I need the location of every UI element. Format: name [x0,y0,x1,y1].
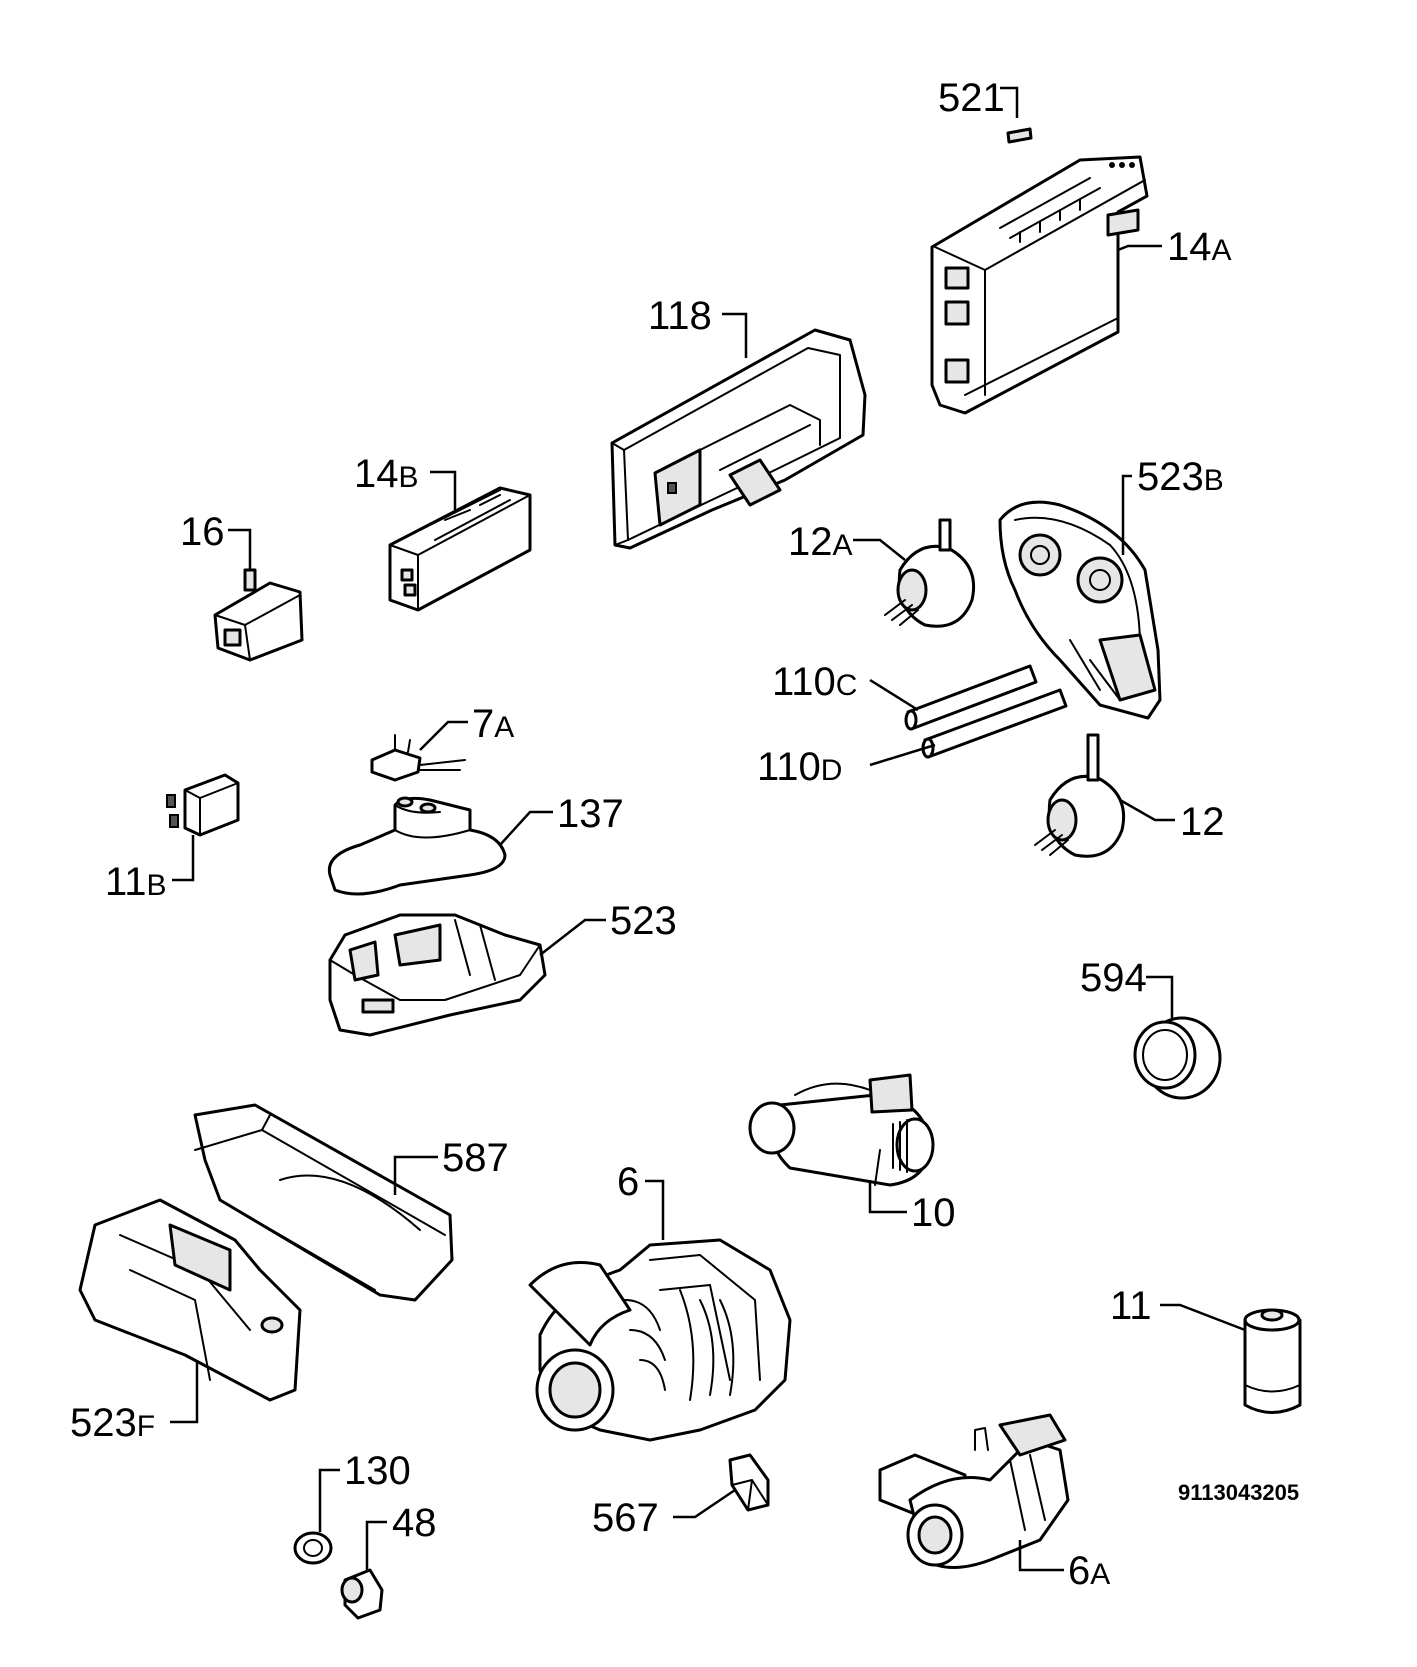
part-12a-pressure-switch [884,518,976,628]
part-523-base [328,913,547,1037]
leader-521 [1000,86,1019,118]
part-521-clip [1006,127,1033,144]
callout-6a: 6A [1068,1549,1110,1593]
callout-521: 521 [938,76,1005,120]
part-130-seal-ring [293,1531,333,1565]
part-7a-sensor [370,734,466,782]
leader-12 [1119,798,1175,822]
callout-594: 594 [1080,956,1147,1000]
callout-7a: 7A [472,702,514,746]
part-12-pressure-switch [1034,733,1126,858]
part-523b-cover [998,500,1162,720]
leader-10 [868,1180,907,1214]
callout-6: 6 [617,1160,639,1204]
callout-10: 10 [911,1191,956,1235]
leader-137 [499,810,553,846]
callout-14a: 14A [1167,225,1232,269]
part-118-detergent-dispenser [610,328,867,550]
callout-523b: 523B [1137,455,1224,499]
leader-523b [1121,474,1132,555]
callout-12: 12 [1180,800,1225,844]
leader-110c [869,678,919,712]
leader-6a [1018,1540,1064,1572]
leader-118 [722,312,748,358]
part-523f-bracket [78,1198,302,1402]
part-16-switch [213,568,304,662]
part-6-circulation-pump [528,1238,792,1442]
callout-523: 523 [610,899,677,943]
part-14b-module [388,486,532,612]
part-11-capacitor [1243,1308,1302,1414]
leader-11b [172,835,195,882]
callout-587: 587 [442,1136,509,1180]
leader-567 [673,1488,736,1519]
callout-11b: 11B [105,860,167,904]
part-48-plug [340,1568,384,1620]
part-567-clip [728,1453,770,1512]
part-587-channel [193,1103,454,1302]
leader-523f [170,1360,199,1424]
leader-16 [228,528,252,570]
leader-48 [365,1520,387,1570]
leader-523 [539,918,606,956]
part-594-ring [1133,1016,1222,1100]
callout-14b: 14B [354,452,419,496]
callout-12a: 12A [788,520,853,564]
leader-110d [869,743,936,767]
diagram-code: 9113043205 [1178,1480,1299,1505]
callout-110c: 110C [772,660,857,704]
leader-14b [430,470,457,510]
leader-7a [419,720,468,751]
callout-118: 118 [648,294,712,338]
part-6a-drain-pump [878,1413,1070,1569]
leader-6 [645,1179,665,1240]
leader-12a [853,538,906,561]
callout-11: 11 [1110,1284,1152,1328]
leader-14a [1117,244,1162,252]
callout-16: 16 [180,510,225,554]
part-10-heater [748,1073,935,1187]
callout-130: 130 [344,1449,411,1493]
leader-11 [1160,1303,1246,1332]
part-137-cover [327,796,507,896]
callout-110d: 110D [757,745,842,789]
callout-48: 48 [392,1501,437,1545]
part-11b-relay [166,773,240,837]
part-110c-hose [904,664,1038,731]
leader-587 [393,1155,438,1195]
callout-567: 567 [592,1496,659,1540]
leader-594 [1146,975,1174,1018]
leader-130 [318,1468,340,1532]
part-14a-electronic-module [930,155,1149,415]
callout-523f: 523F [70,1401,155,1445]
callout-137: 137 [557,792,624,836]
